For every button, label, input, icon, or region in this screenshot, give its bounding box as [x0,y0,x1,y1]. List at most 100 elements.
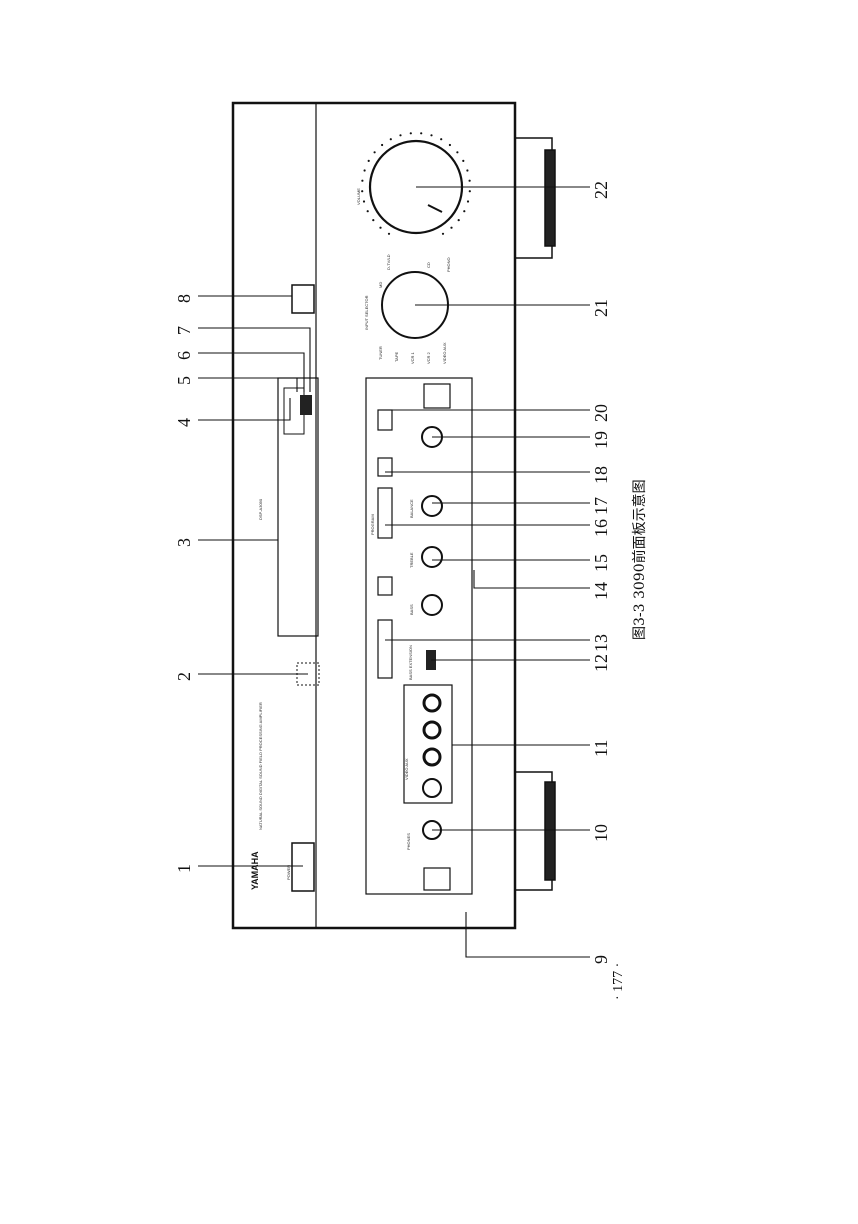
volume-tick [361,190,364,193]
volume-tick [466,169,469,172]
brand-logo: YAMAHA [250,851,260,890]
callout-12: 12 [591,654,611,672]
input-name: VCR 2 [426,351,431,364]
bass-ext-label: BASS EXTENSION [408,645,413,680]
volume-tick [462,159,465,162]
callout-18: 18 [591,466,611,484]
door-hinge-top [423,383,451,409]
callout-11: 11 [591,740,611,757]
volume-tick [457,219,460,222]
volume-tick [362,200,366,203]
callout-5: 5 [174,376,194,385]
callout-labels: 1 2 3 4 5 6 7 8 9 10 11 12 13 14 15 16 1… [174,181,611,964]
model-name: DSP-A3090 [258,498,263,520]
callout-6: 6 [174,351,194,360]
callout-lines [198,186,590,958]
bottom-foot [514,771,556,891]
volume-tick [440,138,443,141]
bass-label: BASS [409,604,414,615]
input-name: CD [426,262,431,268]
volume-tick [379,226,382,229]
treble-label: TREBLE [409,552,414,568]
volume-tick [420,132,423,135]
callout-15: 15 [591,554,611,572]
callout-14: 14 [591,582,611,600]
effect-buttons[interactable] [377,619,393,679]
volume-tick [468,190,471,193]
amplifier-body [231,101,517,930]
control-panel [365,377,473,895]
callout-20: 20 [591,404,611,422]
indicator-block [300,395,312,415]
volume-tick [463,210,466,213]
video-aux-jack-panel [403,684,453,804]
s-video-jack[interactable] [422,778,442,798]
input-name: VIDEO AUX [442,342,447,364]
volume-tick [366,210,369,213]
input-selector-label: INPUT SELECTOR [364,295,369,330]
input-name: VCR 1 [410,351,415,364]
bass-knob[interactable] [421,594,443,616]
volume-scale [361,132,471,235]
volume-tick [387,232,391,235]
input-name: D-TV/LD [386,254,391,270]
callout-2: 2 [174,672,194,681]
input-name: TUNER [378,346,383,360]
volume-tick [381,143,384,147]
callout-13: 13 [591,634,611,652]
upper-strip: YAMAHA NATURAL SOUND DIGITAL SOUND FIELD… [250,284,320,892]
top-right-button[interactable] [291,284,315,314]
volume-tick [468,179,471,182]
right-dials: INPUT SELECTOR TUNER MD TAPE VCR 1 VCR 2… [356,132,471,364]
program-label: PROGRAM [370,514,375,535]
top-foot [514,137,556,259]
volume-tick [466,200,470,203]
treble-knob[interactable] [421,546,443,568]
callout-10: 10 [591,824,611,842]
set-menu-button[interactable] [377,576,393,596]
page-number: · 177 · [611,963,626,1000]
volume-tick [367,159,370,162]
callout-17: 17 [591,497,611,515]
volume-tick [448,143,451,147]
figure-caption: 图3-3 3090前面板示意图 [631,479,648,640]
video-jack[interactable] [422,747,442,767]
power-button[interactable] [291,842,315,892]
program-button[interactable] [377,487,393,539]
callout-9: 9 [591,955,611,964]
video-aux-label: VIDEO AUX [404,758,409,780]
input-name: TAPE [394,352,399,362]
volume-label: VOLUME [356,188,361,205]
callout-7: 7 [174,326,194,335]
phones-label: PHONES [406,833,411,850]
audio-right-jack[interactable] [422,693,442,713]
callout-1: 1 [174,864,194,873]
volume-pointer [427,204,443,213]
callout-8: 8 [174,294,194,303]
callout-22: 22 [591,181,611,199]
callout-16: 16 [591,519,611,537]
door-hinge-bottom [423,867,451,891]
balance-knob[interactable] [421,495,443,517]
model-line: NATURAL SOUND DIGITAL SOUND FIELD PROCES… [258,702,263,830]
volume-tick [441,232,445,235]
volume-tick [389,138,392,141]
effect-button[interactable] [377,457,393,477]
input-name: MD [378,282,383,288]
volume-tick [409,132,412,135]
volume-tick [363,169,366,172]
audio-left-jack[interactable] [422,720,442,740]
callout-4: 4 [174,418,194,427]
volume-tick [373,151,376,154]
input-mode-button[interactable] [377,409,393,431]
volume-tick [456,151,459,154]
callout-21: 21 [591,299,611,317]
volume-tick [399,134,402,137]
callout-19: 19 [591,431,611,449]
control-section: PHONES VIDEO AUX BASS EXTENSION PROGRAM … [365,377,473,895]
input-name: PHONO [446,257,451,272]
volume-tick [361,179,364,182]
volume-tick [450,226,453,229]
balance-label: BALANCE [409,499,414,518]
